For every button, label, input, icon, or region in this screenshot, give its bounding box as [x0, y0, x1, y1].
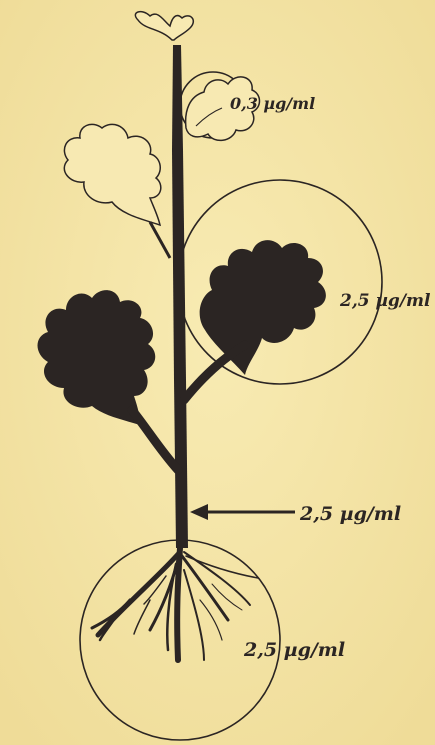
root-label: 2,5 µg/ml	[243, 639, 345, 661]
leaf-label: 2,5 µg/ml	[339, 291, 431, 311]
stem-label: 2,5 µg/ml	[299, 503, 401, 525]
apex-leaf-label: 0,3 µg/ml	[230, 94, 315, 113]
